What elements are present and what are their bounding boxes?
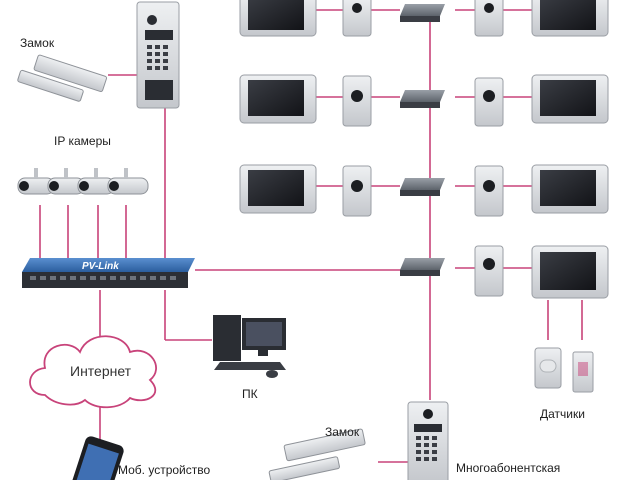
small-switch (400, 90, 445, 108)
door-panel (342, 165, 372, 217)
magnetic-lock-bottom-icon (268, 428, 366, 480)
small-switch (400, 4, 445, 22)
sensors-label: Датчики (540, 407, 585, 421)
multi-panel-label: Многоабонентская (456, 461, 560, 475)
door-panel (342, 0, 372, 37)
magnetic-lock-icon (17, 54, 108, 102)
cloud-icon: Интернет (29, 335, 157, 409)
door-panel (474, 0, 504, 37)
indoor-monitor (531, 0, 609, 37)
indoor-monitor (239, 74, 317, 124)
smartphone-icon (70, 436, 124, 480)
small-switch (400, 258, 445, 276)
motion-sensor-icon (534, 347, 594, 393)
indoor-monitor (531, 164, 609, 214)
bullet-camera-icon (17, 168, 149, 195)
internet-label: Интернет (70, 363, 132, 379)
door-panel (474, 165, 504, 217)
entry-panel-top (136, 1, 180, 109)
network-switch-icon: PV-Link (22, 258, 195, 288)
indoor-monitor (531, 245, 609, 299)
desktop-computer-icon (213, 315, 286, 378)
indoor-monitor (239, 164, 317, 214)
door-panel (474, 77, 504, 127)
small-switch (400, 178, 445, 196)
mobile-label: Моб. устройство (118, 463, 210, 477)
door-panel (474, 245, 504, 297)
indoor-monitor (531, 74, 609, 124)
lock-bottom-label: Замок (325, 425, 360, 439)
indoor-monitor-grid (239, 0, 609, 299)
switch-brand: PV-Link (82, 261, 119, 272)
pc-label: ПК (242, 387, 258, 401)
multi-subscriber-panel (407, 401, 449, 480)
ip-cameras-label: IP камеры (54, 134, 111, 148)
indoor-monitor (239, 0, 317, 37)
door-panel (342, 75, 372, 127)
lock-top-label: Замок (20, 36, 55, 50)
